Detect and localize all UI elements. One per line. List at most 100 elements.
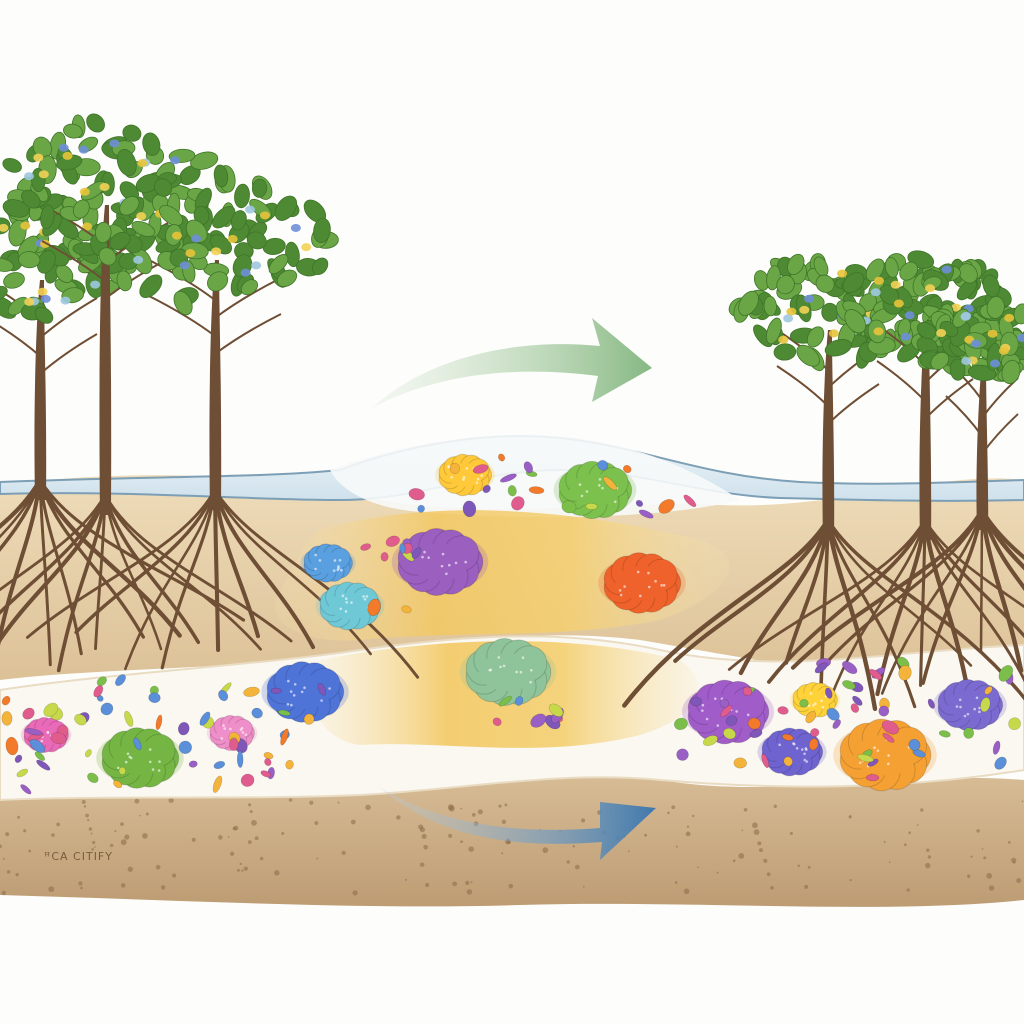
leaf bbox=[94, 221, 112, 244]
root bbox=[727, 518, 927, 671]
soil-speck bbox=[88, 827, 93, 831]
microbe-cluster bbox=[435, 453, 495, 497]
root bbox=[979, 508, 984, 654]
root bbox=[979, 507, 1024, 561]
fruit bbox=[109, 139, 120, 148]
pebble bbox=[16, 768, 29, 778]
fruit bbox=[62, 151, 73, 160]
soil-speck bbox=[421, 833, 427, 839]
pebble bbox=[401, 605, 412, 614]
pebble bbox=[742, 686, 753, 696]
pebble bbox=[124, 710, 134, 727]
pebble bbox=[14, 754, 23, 763]
soil-speck bbox=[501, 819, 507, 825]
soil-speck bbox=[91, 848, 94, 851]
microbe-cluster bbox=[789, 681, 841, 719]
trunk bbox=[976, 360, 989, 530]
soil-speck bbox=[686, 825, 690, 828]
soil-speck bbox=[51, 833, 55, 837]
soil-speck bbox=[90, 832, 93, 835]
fruit bbox=[998, 346, 1009, 355]
fruit bbox=[60, 296, 71, 305]
soil-speck bbox=[191, 837, 196, 842]
mangrove-tree bbox=[26, 164, 420, 679]
curved-arrow-right-icon bbox=[372, 318, 652, 408]
soil-speck bbox=[92, 840, 96, 845]
soil-speck bbox=[916, 824, 919, 826]
soil-speck bbox=[120, 822, 124, 826]
root bbox=[790, 507, 985, 670]
soil-speck bbox=[848, 815, 852, 819]
soil-speck bbox=[970, 855, 973, 858]
fruit bbox=[987, 329, 998, 338]
soil-speck bbox=[241, 869, 244, 872]
soil-speck bbox=[766, 872, 771, 877]
fruit bbox=[893, 299, 904, 308]
pebble bbox=[561, 500, 577, 514]
soil-speck bbox=[6, 870, 11, 874]
soil-speck bbox=[1007, 841, 1011, 844]
pebble bbox=[725, 715, 738, 726]
pebble bbox=[638, 509, 654, 519]
root bbox=[622, 517, 831, 708]
soil-speck bbox=[160, 885, 166, 890]
leaf bbox=[116, 270, 133, 292]
soil-speck bbox=[48, 886, 55, 893]
soil-speck bbox=[477, 809, 483, 815]
pebble bbox=[380, 552, 389, 562]
soil-speck bbox=[501, 852, 504, 855]
soil-speck bbox=[423, 844, 429, 850]
leaf bbox=[1018, 327, 1024, 350]
soil-speck bbox=[81, 800, 86, 804]
soil-speck bbox=[738, 852, 745, 859]
soil-speck bbox=[109, 843, 114, 848]
pebble bbox=[548, 703, 564, 717]
soil-speck bbox=[85, 813, 89, 818]
soil-speck bbox=[849, 878, 852, 882]
leaf bbox=[268, 254, 289, 275]
pebble bbox=[673, 717, 688, 731]
branch bbox=[0, 325, 41, 357]
pebble bbox=[980, 697, 991, 713]
fruit bbox=[837, 269, 848, 278]
soil-speck bbox=[716, 871, 719, 874]
pebble bbox=[842, 680, 856, 690]
leaf bbox=[98, 247, 117, 266]
soil-speck bbox=[470, 881, 473, 884]
fruit bbox=[941, 265, 952, 274]
fruit bbox=[778, 335, 789, 344]
soil-speck bbox=[309, 800, 314, 805]
soil-speck bbox=[419, 862, 425, 867]
pebble bbox=[177, 721, 190, 736]
pebble bbox=[898, 665, 912, 681]
soil-speck bbox=[83, 805, 87, 808]
pebble bbox=[635, 499, 644, 507]
soil-speck bbox=[542, 847, 549, 854]
root bbox=[0, 477, 43, 529]
root bbox=[38, 478, 145, 639]
soil-speck bbox=[341, 850, 346, 855]
soil-speck bbox=[1, 890, 6, 896]
fruit bbox=[240, 268, 251, 277]
soil-speck bbox=[770, 886, 774, 890]
pebble bbox=[96, 676, 107, 687]
pebble bbox=[155, 714, 163, 730]
pebble bbox=[84, 749, 92, 758]
pebble bbox=[825, 687, 833, 699]
fruit bbox=[185, 249, 196, 258]
pebble bbox=[808, 738, 819, 751]
fruit bbox=[783, 314, 794, 323]
mangrove-tree bbox=[622, 253, 1024, 712]
pebble bbox=[218, 689, 229, 702]
soil-speck bbox=[5, 832, 10, 837]
leaf bbox=[899, 261, 919, 281]
soil-speck bbox=[683, 888, 690, 895]
root bbox=[213, 488, 316, 650]
fruit bbox=[828, 329, 839, 338]
pebble bbox=[676, 748, 689, 761]
soil-speck bbox=[773, 804, 777, 809]
soil-speck bbox=[15, 872, 19, 877]
microbe-cluster bbox=[261, 661, 349, 723]
pebble bbox=[826, 707, 840, 721]
soil-speck bbox=[247, 840, 252, 845]
